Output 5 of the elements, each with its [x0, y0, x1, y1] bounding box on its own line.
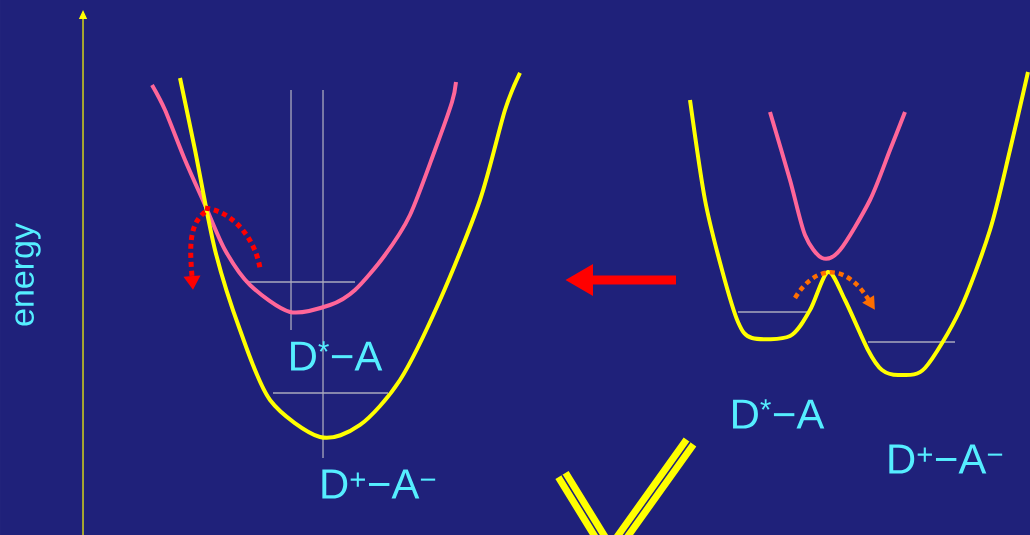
state-label: D$^{*}$−A: [733, 399, 825, 429]
state-label: D$^{+}$−A$^{−}$: [889, 444, 1003, 474]
axis-label: energy: [15, 223, 41, 326]
state-label: D$^{+}$−A$^{−}$: [322, 469, 436, 499]
state-label: D$^{*}$−A: [291, 341, 383, 371]
